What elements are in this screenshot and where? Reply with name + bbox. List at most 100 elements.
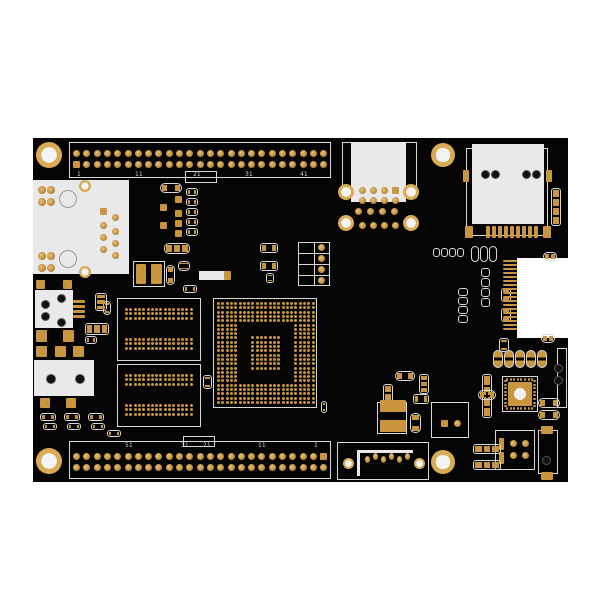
memory-ball xyxy=(155,342,159,346)
memory-ball xyxy=(176,308,180,311)
qfn-pin xyxy=(520,407,523,410)
bga-ball xyxy=(277,362,281,366)
bga-ball xyxy=(221,400,225,404)
bga-ball xyxy=(272,319,276,323)
bga-ball xyxy=(225,379,229,383)
bga-ball xyxy=(307,388,311,391)
bga-ball xyxy=(307,306,311,310)
bga-ball xyxy=(298,349,302,353)
bga-ball xyxy=(311,362,315,366)
qfn-pin xyxy=(527,378,530,381)
bga-ball xyxy=(298,400,302,404)
bga-ball xyxy=(260,336,263,340)
bga-ball xyxy=(311,357,315,361)
header-pin xyxy=(268,150,276,157)
bga-ball xyxy=(268,366,272,370)
bga-ball xyxy=(268,362,272,366)
bga-ball xyxy=(294,349,298,353)
resistor-array xyxy=(186,188,198,196)
micro-usb-connector xyxy=(35,290,73,328)
bga-ball xyxy=(255,314,259,318)
bga-ball xyxy=(277,383,281,387)
memory-ball xyxy=(172,382,176,386)
bga-ball xyxy=(285,392,289,396)
bga-ball xyxy=(247,396,251,400)
bga-ball xyxy=(298,336,302,340)
bottom-header-label-51: 51 xyxy=(125,442,133,449)
header-pin xyxy=(114,453,122,460)
micro-sd-contact xyxy=(503,284,517,286)
bga-ball xyxy=(281,388,285,391)
memory-ball xyxy=(168,412,171,416)
bga-ball xyxy=(229,357,233,361)
memory-ball xyxy=(180,382,184,386)
memory-ball xyxy=(150,308,154,311)
memory-ball xyxy=(146,346,150,350)
usb-connector xyxy=(34,360,94,396)
memory-ball xyxy=(146,408,150,412)
bga-ball xyxy=(307,349,311,353)
memory-ball xyxy=(155,378,159,382)
bga-ball xyxy=(217,379,220,383)
memory-ball xyxy=(163,312,167,316)
memory-ball xyxy=(155,316,159,320)
memory-ball xyxy=(142,412,146,416)
memory-ball xyxy=(189,404,193,407)
memory-ball xyxy=(163,374,167,377)
bga-ball xyxy=(242,302,246,305)
bga-ball xyxy=(290,306,294,310)
header-pin xyxy=(176,150,183,157)
bga-ball xyxy=(294,302,298,305)
bga-ball xyxy=(311,375,315,379)
bga-ball xyxy=(260,319,263,323)
memory-ball xyxy=(150,346,154,350)
bga-ball xyxy=(307,327,311,331)
memory-ball xyxy=(172,342,176,346)
bga-ball xyxy=(298,366,302,370)
bga-ball xyxy=(272,383,276,387)
bga-ball xyxy=(255,306,259,310)
resistor xyxy=(43,423,57,430)
header-pin xyxy=(258,161,266,168)
bga-ball xyxy=(225,332,229,336)
top-header-label-21: 21 xyxy=(193,171,201,178)
memory-ball xyxy=(180,308,184,311)
memory-ball xyxy=(168,408,171,412)
bga-ball xyxy=(277,319,281,323)
bga-ball xyxy=(311,349,315,353)
memory-ball xyxy=(189,338,193,341)
bga-ball xyxy=(221,362,225,366)
resistor xyxy=(481,268,490,277)
memory-ball xyxy=(133,374,137,377)
bga-ball xyxy=(255,302,259,305)
memory-ball xyxy=(176,412,180,416)
memory-ball xyxy=(176,408,180,412)
capacitor xyxy=(166,265,175,285)
memory-ball xyxy=(155,346,159,350)
bga-ball xyxy=(255,345,259,348)
bga-ball xyxy=(294,332,298,336)
bga-ball xyxy=(277,400,281,404)
bga-ball xyxy=(260,396,263,400)
bga-ball xyxy=(272,366,276,370)
bga-ball xyxy=(229,375,233,379)
bga-ball xyxy=(229,370,233,374)
bga-ball xyxy=(225,349,229,353)
bga-ball xyxy=(260,362,263,366)
bga-ball xyxy=(260,345,263,348)
sd-contact xyxy=(522,226,526,238)
bga-ball xyxy=(277,349,281,353)
header-pin xyxy=(165,161,173,168)
micro-sd-contact xyxy=(503,260,517,262)
bga-ball xyxy=(247,388,251,391)
header-pin xyxy=(268,161,276,168)
bga-ball xyxy=(307,319,311,323)
bga-ball xyxy=(225,314,229,318)
bga-ball xyxy=(268,310,272,314)
bga-ball xyxy=(272,392,276,396)
top-header-label-11: 11 xyxy=(135,171,143,178)
memory-ball xyxy=(133,408,137,412)
crystal xyxy=(541,334,555,343)
micro-sd-contact xyxy=(503,304,517,306)
bga-ball xyxy=(272,306,276,310)
